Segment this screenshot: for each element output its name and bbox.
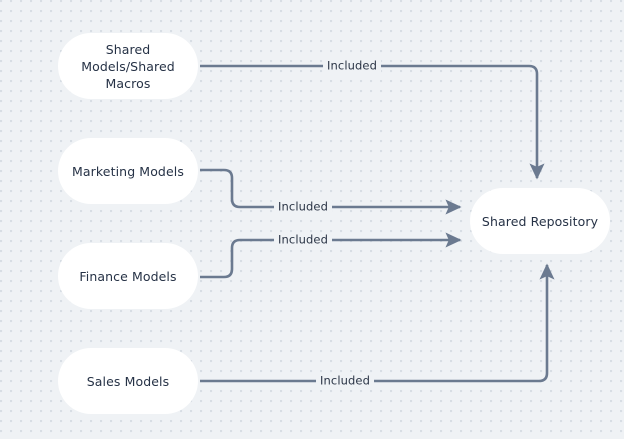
node-finance-models-label: Finance Models bbox=[79, 268, 177, 284]
edge-label-sales-models: Included bbox=[316, 373, 374, 389]
node-sales-models-label: Sales Models bbox=[86, 373, 170, 389]
node-shared-repository[interactable]: Shared Repository bbox=[470, 188, 610, 254]
edge-label-finance-models: Included bbox=[274, 232, 332, 248]
node-shared-models-label: Shared Models/Shared Macros bbox=[81, 41, 175, 92]
node-sales-models[interactable]: Sales Models bbox=[58, 348, 198, 414]
edge-path-sales-models bbox=[200, 263, 555, 383]
node-shared-models[interactable]: Shared Models/Shared Macros bbox=[58, 33, 198, 99]
edge-label-shared-models: Included bbox=[323, 58, 381, 74]
node-shared-models-label-line2: Models/Shared bbox=[81, 58, 175, 74]
node-finance-models[interactable]: Finance Models bbox=[58, 243, 198, 309]
node-shared-repository-label: Shared Repository bbox=[481, 213, 599, 229]
node-shared-models-label-line3: Macros bbox=[105, 75, 151, 91]
node-marketing-models-label: Marketing Models bbox=[72, 163, 184, 179]
node-shared-models-label-line1: Shared bbox=[105, 41, 151, 57]
node-marketing-models[interactable]: Marketing Models bbox=[58, 138, 198, 204]
edge-path-finance-models bbox=[200, 232, 462, 279]
edge-label-marketing-models: Included bbox=[274, 199, 332, 215]
edge-path-shared-models bbox=[200, 64, 545, 180]
edge-path-marketing-models bbox=[200, 168, 462, 215]
